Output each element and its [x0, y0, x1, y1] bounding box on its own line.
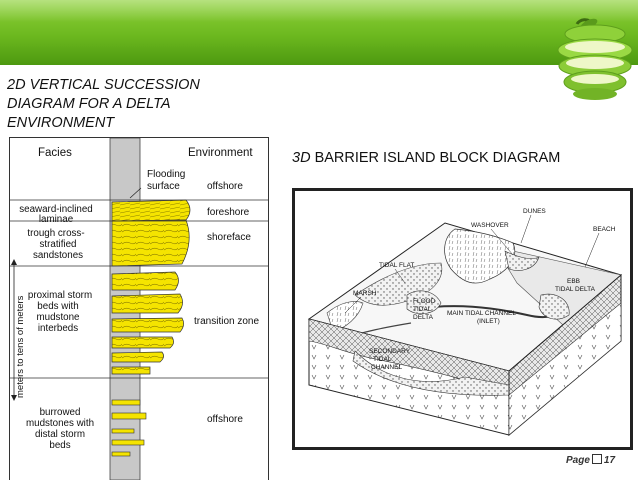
block-title-rest: BARRIER ISLAND BLOCK DIAGRAM	[310, 150, 561, 166]
label-secondary: SECONDARY	[369, 348, 411, 355]
storm-bed-1	[111, 271, 179, 291]
barrier-island	[444, 228, 515, 284]
page-label: Page	[566, 455, 590, 466]
ebb-tidal-delta	[538, 293, 570, 320]
label-dunes: DUNES	[523, 208, 546, 215]
distal-bed-3	[111, 428, 135, 434]
page-number: Page 17	[566, 454, 615, 466]
distal-bed-2	[111, 412, 147, 420]
environment-header: Environment	[188, 147, 253, 159]
facies-label: proximal storm	[28, 290, 92, 301]
label-marsh: MARSH	[353, 290, 377, 297]
label-flood: FLOOD	[413, 298, 436, 305]
scale-axis-label: meters to tens of meters	[15, 295, 26, 398]
facies-label: beds	[49, 440, 70, 451]
barrier-island-block-diagram: DUNES WASHOVER BEACH TIDAL FLAT EBB TIDA…	[292, 188, 633, 450]
environment-label: offshore	[207, 181, 243, 192]
facies-label: sandstones	[33, 250, 83, 261]
label-secondary: TIDAL	[373, 356, 392, 363]
page-box-icon	[591, 454, 602, 464]
storm-bed-4	[111, 336, 174, 349]
flooding-label: surface	[147, 181, 180, 192]
distal-bed-5	[111, 451, 131, 457]
slide-title: 2D VERTICAL SUCCESSION DIAGRAM FOR A DEL…	[7, 77, 200, 131]
storm-bed-2	[111, 293, 183, 314]
environment-label: foreshore	[207, 207, 250, 218]
storm-bed-3	[111, 317, 184, 333]
facies-label: burrowed	[40, 407, 81, 418]
green-apple-icon	[557, 18, 633, 100]
distal-bed-4	[111, 439, 145, 446]
facies-label: laminae	[39, 214, 74, 225]
label-ebb: EBB	[567, 278, 580, 285]
washover-fan	[504, 250, 540, 271]
environment-label: transition zone	[194, 316, 259, 327]
facies-header: Facies	[38, 147, 72, 159]
facies-label: distal storm	[35, 429, 85, 440]
storm-bed-6	[111, 366, 151, 375]
flood-tidal-delta	[406, 290, 442, 315]
facies-label: interbeds	[38, 323, 78, 334]
right-face-lower	[508, 302, 622, 436]
facies-label: seaward-inclined	[19, 204, 93, 215]
label-tidal-flat: TIDAL FLAT	[379, 262, 414, 269]
block-title-prefix: 3D	[292, 150, 311, 166]
label-flood: DELTA	[413, 314, 434, 321]
flooding-pointer	[129, 187, 142, 199]
facies-label: stratified	[39, 239, 76, 250]
label-washover: WASHOVER	[471, 222, 509, 229]
label-main-channel: MAIN TIDAL CHANNEL	[447, 310, 516, 317]
block-diagram-title: 3D BARRIER ISLAND BLOCK DIAGRAM	[292, 150, 560, 166]
facies-label: mudstones with	[26, 418, 94, 429]
facies-label: beds with	[37, 301, 78, 312]
label-flood: TIDAL	[413, 306, 432, 313]
label-main-channel: (INLET)	[477, 318, 500, 325]
label-secondary: CHANNEL	[371, 364, 402, 371]
page-number-value: 17	[603, 455, 616, 466]
header-band	[0, 0, 638, 65]
shoreface-sand-bed	[111, 219, 190, 267]
facies-label: trough cross-	[27, 228, 84, 239]
foreshore-sand-bed	[111, 199, 191, 222]
label-beach: BEACH	[593, 226, 616, 233]
header-shine	[0, 0, 638, 22]
environment-label: shoreface	[207, 232, 251, 243]
label-ebb: TIDAL DELTA	[555, 286, 596, 293]
storm-bed-5	[111, 351, 164, 363]
flooding-label: Flooding	[147, 169, 185, 180]
environment-label: offshore	[207, 414, 243, 425]
vertical-succession-diagram: meters to tens of meters Facies Environm…	[9, 137, 269, 480]
facies-label: mudstone	[36, 312, 80, 323]
distal-bed-1	[111, 399, 141, 406]
